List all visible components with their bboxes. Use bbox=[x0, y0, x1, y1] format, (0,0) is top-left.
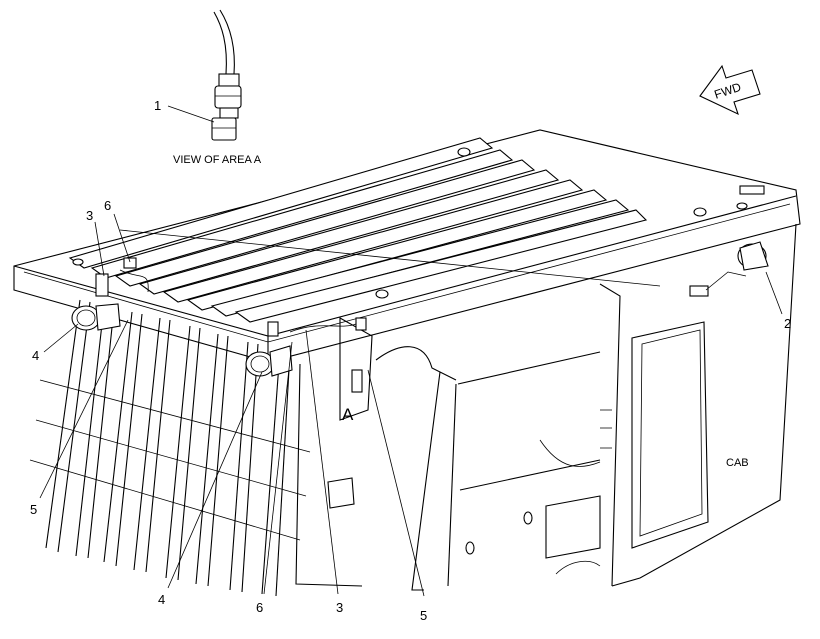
callout-1: 1 bbox=[154, 98, 161, 113]
roof-bolts bbox=[72, 147, 765, 299]
callout-6-bottom: 6 bbox=[256, 600, 263, 615]
callout-5-bottom: 5 bbox=[420, 608, 427, 623]
callout-3-bottom: 3 bbox=[336, 600, 343, 615]
area-a-detail-view bbox=[211, 9, 242, 141]
view-of-area-a-label: VIEW OF AREA A bbox=[173, 154, 262, 166]
lamp-left bbox=[71, 303, 121, 331]
mount-brackets bbox=[95, 257, 747, 337]
rear-guard-grille bbox=[29, 299, 311, 597]
callout-4-bottom: 4 bbox=[158, 592, 165, 607]
fwd-arrow-icon bbox=[699, 64, 761, 116]
callout-3-top: 3 bbox=[86, 208, 93, 223]
callout-5-left: 5 bbox=[30, 502, 37, 517]
callout-2: 2 bbox=[784, 316, 791, 331]
leader-lines bbox=[39, 105, 783, 597]
area-a-marker: A bbox=[342, 405, 354, 424]
roof-rails bbox=[68, 137, 661, 323]
cab-label: CAB bbox=[726, 457, 749, 469]
lamp-center bbox=[245, 345, 293, 377]
callout-6-top: 6 bbox=[104, 198, 111, 213]
callout-4-left: 4 bbox=[32, 348, 39, 363]
lamp-right bbox=[737, 241, 769, 271]
